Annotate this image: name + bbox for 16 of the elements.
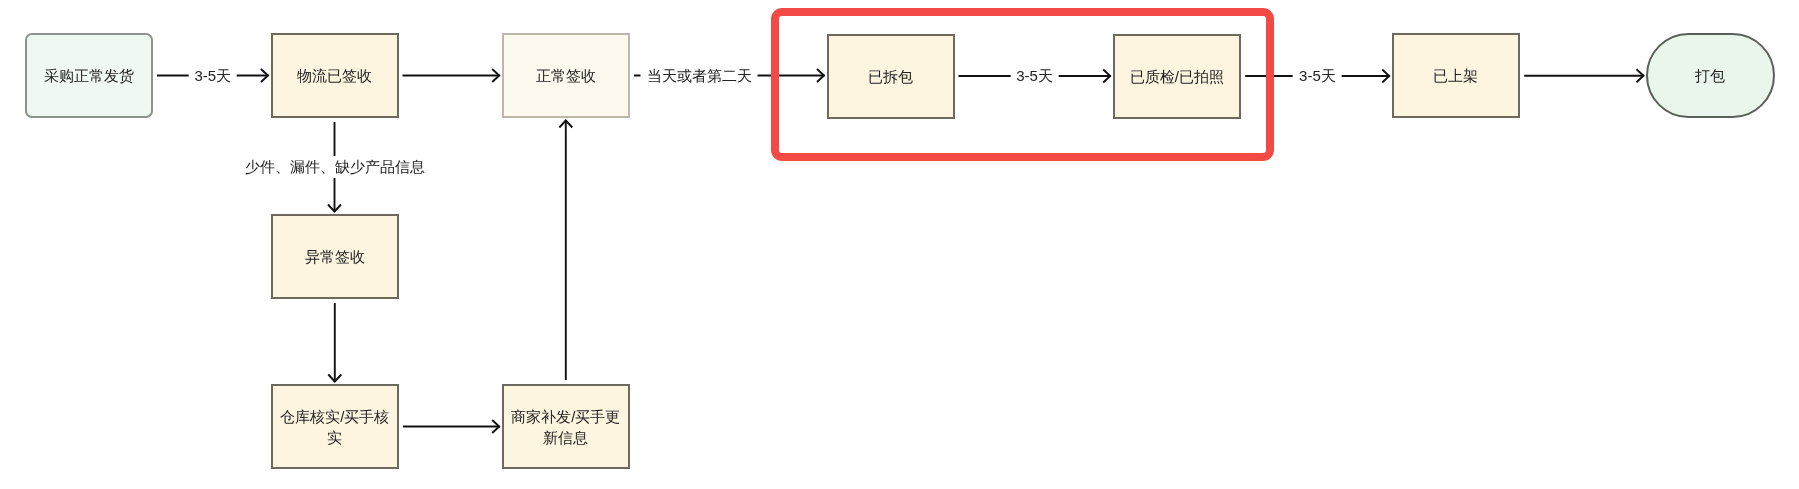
- process-box: 已上架: [1391, 33, 1521, 119]
- arrow: [558, 119, 574, 381]
- arrow: [402, 419, 501, 434]
- arrow: [327, 302, 343, 383]
- process-box: 物流已签收: [270, 33, 399, 118]
- arrow: [1523, 68, 1645, 84]
- process-box: 正常签收: [501, 33, 630, 118]
- process-box: 异常签收: [270, 214, 399, 299]
- highlight-frame: [770, 8, 1274, 161]
- arrow: [401, 68, 501, 83]
- terminator-shape: 打包: [1646, 33, 1775, 118]
- process-box: 商家补发/买手更新信息: [501, 384, 630, 469]
- process-box: 已质检/已拍照: [1112, 33, 1242, 119]
- process-box: 仓库核实/买手核实: [270, 384, 399, 469]
- rounded-box: 采购正常发货: [24, 33, 153, 118]
- process-box: 已拆包: [826, 33, 955, 119]
